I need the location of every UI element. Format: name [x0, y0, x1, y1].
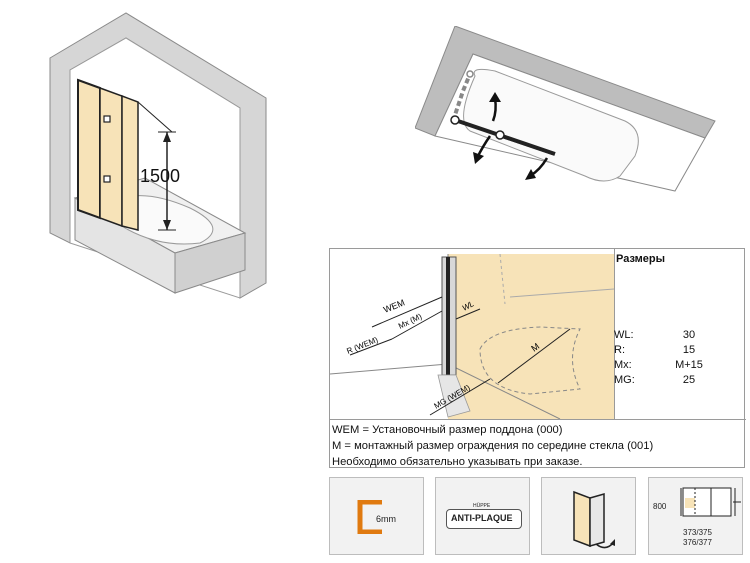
- reversible-tile: [541, 477, 636, 555]
- glass-edge-icon: [357, 500, 382, 534]
- note-line: M = монтажный размер ограждения по серед…: [332, 440, 654, 452]
- dimensions-title: Размеры: [616, 253, 666, 265]
- bath-screen-illustration: 1500: [30, 8, 280, 308]
- dimension-value: 15: [682, 344, 696, 356]
- dimension-value: M+15: [675, 359, 703, 371]
- side-panel-dimension-icon: [680, 487, 741, 517]
- plan-view-diagram: [414, 25, 725, 206]
- divider: [330, 419, 746, 420]
- anti-plaque-badge: [446, 509, 522, 529]
- dimension-value: 30: [682, 329, 696, 341]
- coating-brand: HÜPPE: [473, 503, 491, 509]
- dimension-key: MG:: [614, 374, 635, 386]
- model-numbers: 373/375: [683, 528, 712, 537]
- dimensions-spec-panel: WEM Mx (M) R (WEM) WL M MG (WEM) Размеры…: [329, 248, 746, 470]
- note-line: WEM = Установочный размер поддона (000): [332, 424, 563, 436]
- dimension-key: Mx:: [614, 359, 632, 371]
- size-variant-tile: 800 373/375 376/377: [648, 477, 743, 555]
- installation-detail-drawing: WEM Mx (M) R (WEM) WL M MG (WEM): [329, 249, 615, 420]
- note-line: Необходимо обязательно указывать при зак…: [332, 456, 583, 468]
- r-label: R (WEM): [345, 335, 379, 356]
- glass-thickness-label: 6mm: [376, 514, 396, 524]
- side-height-label: 800: [653, 502, 667, 511]
- model-numbers: 376/377: [683, 538, 712, 547]
- m-label: M: [529, 341, 541, 353]
- dimension-key: WL:: [614, 329, 634, 341]
- notes: WEM = Установочный размер поддона (000) …: [332, 422, 653, 470]
- dimension-key: R:: [614, 344, 625, 356]
- coating-name: ANTI-PLAQUE: [451, 513, 513, 523]
- height-dimension-label: 1500: [140, 166, 180, 186]
- divider: [614, 249, 615, 419]
- reversible-door-icon: [573, 490, 615, 549]
- dimension-value: 25: [682, 374, 696, 386]
- anti-plaque-tile: HÜPPE ANTI-PLAQUE: [435, 477, 530, 555]
- wem-label: WEM: [382, 297, 406, 315]
- glass-thickness-tile: 6mm: [329, 477, 424, 555]
